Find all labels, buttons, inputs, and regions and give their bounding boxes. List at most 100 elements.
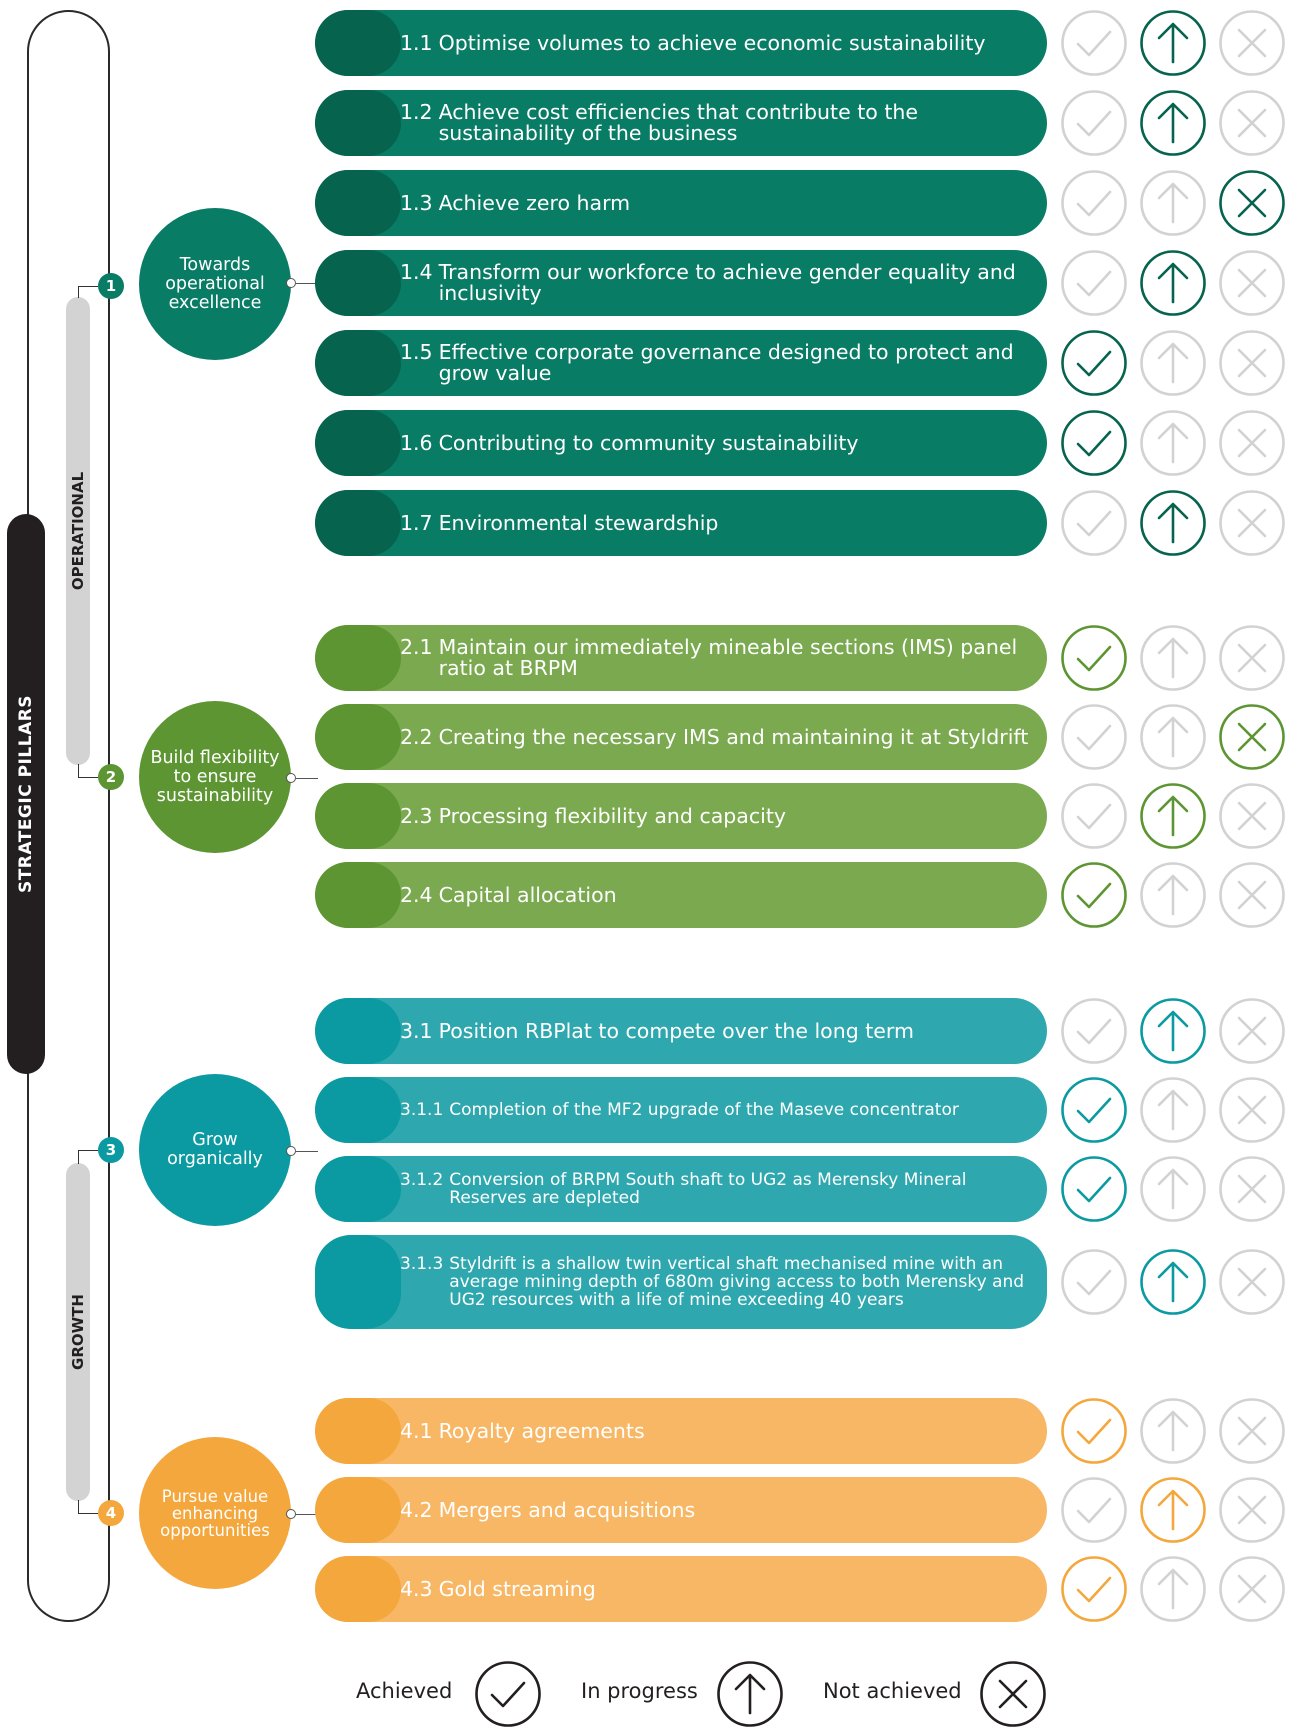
group-number-badge: 3 — [98, 1137, 124, 1163]
connector-dot — [286, 1509, 296, 1519]
objective-row-cap — [315, 862, 401, 928]
arrow-up-icon — [1139, 489, 1207, 557]
bracket-1-h — [78, 286, 98, 287]
objective-row-cap — [315, 330, 401, 396]
arrow-up-icon — [1139, 1076, 1207, 1144]
objective-row-cap — [315, 704, 401, 770]
cross-icon — [1218, 997, 1286, 1065]
objective-row-cap — [315, 170, 401, 236]
group-circle: Grow organically — [139, 1074, 291, 1226]
bracket-1 — [78, 286, 79, 298]
arrow-up-icon — [1139, 249, 1207, 317]
objective-row-cap — [315, 998, 401, 1064]
check-icon — [1060, 1076, 1128, 1144]
achieved-icon — [474, 1660, 542, 1728]
arrow-up-icon — [1139, 782, 1207, 850]
objective-label: Position RBPlat to compete over the long… — [438, 1018, 914, 1043]
arrow-up-icon — [1139, 89, 1207, 157]
cross-icon — [1218, 624, 1286, 692]
check-icon — [1060, 1397, 1128, 1465]
objective-label: Achieve zero harm — [438, 190, 631, 215]
objective-row-cap — [315, 1477, 401, 1543]
check-icon — [1060, 1555, 1128, 1623]
cross-icon — [1218, 861, 1286, 929]
objective-number: 3.1.3 — [400, 1254, 444, 1274]
cross-icon — [1218, 1476, 1286, 1544]
legend-not-achieved-label: Not achieved — [823, 1679, 962, 1703]
objective-number: 1.2 — [400, 100, 433, 124]
objective-row-cap — [315, 625, 401, 691]
connector-line — [296, 778, 318, 779]
objective-row-cap — [315, 1556, 401, 1622]
arrow-up-icon — [1139, 1248, 1207, 1316]
check-icon — [1060, 1155, 1128, 1223]
operational-pillar-bar — [66, 297, 90, 765]
connector-line — [296, 1151, 318, 1152]
arrow-up-icon — [1139, 329, 1207, 397]
arrow-up-icon — [1139, 169, 1207, 237]
connector-dot — [286, 773, 296, 783]
objective-label: Effective corporate governance designed … — [438, 340, 1014, 385]
connector-dot — [286, 278, 296, 288]
group-title: Towards operational excellence — [165, 254, 265, 313]
check-icon — [1060, 861, 1128, 929]
objective-row-cap — [315, 90, 401, 156]
arrow-up-icon — [1139, 1476, 1207, 1544]
objective-row-cap — [315, 490, 401, 556]
objective-row-cap — [315, 410, 401, 476]
connector-dot — [286, 1146, 296, 1156]
group-title: Build flexibility to ensure sustainabili… — [150, 747, 280, 806]
objective-number: 1.6 — [400, 430, 433, 455]
objective-label: Contributing to community sustainability — [438, 430, 859, 455]
group-number-badge: 2 — [98, 764, 124, 790]
arrow-up-icon — [1139, 9, 1207, 77]
objective-label: Processing flexibility and capacity — [438, 803, 786, 828]
objective-number: 4.2 — [400, 1497, 433, 1522]
growth-pillar-bar — [66, 1163, 90, 1501]
objective-number: 2.4 — [400, 882, 433, 907]
cross-icon — [1218, 9, 1286, 77]
cross-icon — [1218, 1076, 1286, 1144]
cross-icon — [1218, 329, 1286, 397]
arrow-up-icon — [1139, 1555, 1207, 1623]
group-number-badge: 4 — [98, 1500, 124, 1526]
check-icon — [1060, 489, 1128, 557]
bracket-2-h — [78, 777, 98, 778]
group-number-badge: 1 — [98, 273, 124, 299]
objective-row-cap — [315, 1156, 401, 1222]
cross-icon — [1218, 169, 1286, 237]
objective-number: 2.1 — [400, 635, 433, 659]
arrow-up-icon — [1139, 1155, 1207, 1223]
objective-label: Mergers and acquisitions — [438, 1497, 696, 1522]
objective-row-cap — [315, 250, 401, 316]
legend-in-progress-label: In progress — [581, 1679, 698, 1703]
check-icon — [1060, 1248, 1128, 1316]
objective-row-cap — [315, 1235, 401, 1329]
bracket-4 — [78, 1500, 79, 1514]
objective-number: 2.3 — [400, 803, 433, 828]
cross-icon — [1218, 249, 1286, 317]
cross-icon — [1218, 1155, 1286, 1223]
strategic-pillars-label: STRATEGIC PILLARS — [16, 694, 36, 894]
connector-line — [296, 283, 318, 284]
objective-row-cap — [315, 1077, 401, 1143]
objective-label: Maintain our immediately mineable sectio… — [438, 635, 1018, 680]
group-circle: Towards operational excellence — [139, 208, 291, 360]
